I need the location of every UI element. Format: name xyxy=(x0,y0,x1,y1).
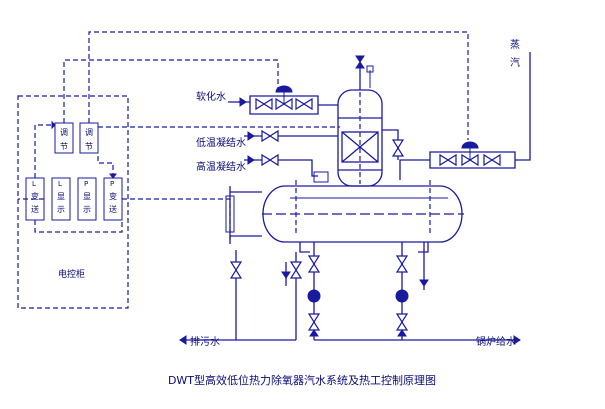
level-gauge-glass xyxy=(225,195,235,233)
steam-label-1: 蒸 xyxy=(510,39,520,51)
regulator-2-char-1: 调 xyxy=(85,128,93,137)
steam-valve-actuator-icon xyxy=(461,141,479,149)
regulator-module-1: 调 节 xyxy=(54,122,74,154)
cabinet-signal-line-2 xyxy=(97,153,114,178)
high-temp-condensate-line: 高温凝结水 xyxy=(196,153,329,183)
pump-2-inlet-valve-icon xyxy=(395,255,409,266)
blowdown-valve-1-icon xyxy=(289,261,303,272)
condensate-inlet-box xyxy=(313,171,329,183)
pump-1-discharge-arrow-icon xyxy=(309,329,319,337)
deaerator-head xyxy=(337,55,383,187)
head-steam-valve-icon xyxy=(391,139,405,150)
cabinet-signal-line-1 xyxy=(34,124,55,178)
high-temp-condensate-label: 高温凝结水 xyxy=(196,160,246,173)
signal-line-regulator-2-to-steam-valve xyxy=(88,31,469,140)
transmitter-1-tag: L xyxy=(32,180,36,188)
soft-water-label: 软化水 xyxy=(196,90,226,103)
cabinet-outline xyxy=(17,95,129,309)
signal-arrow-1 xyxy=(51,120,56,130)
regulator-2-char-2: 节 xyxy=(85,142,93,151)
feed-pump-2-icon xyxy=(395,289,409,303)
blowdown-arrow-icon xyxy=(179,335,187,345)
vent-valve-icon xyxy=(355,55,365,63)
recirculation-check-valve-icon xyxy=(419,279,429,287)
steam-label-2: 汽 xyxy=(510,56,520,69)
high-temp-valve-icon xyxy=(261,153,272,167)
cabinet-label: 电控柜 xyxy=(58,268,85,280)
tank-support-left xyxy=(299,242,310,253)
transmitter-2-char-1: 变 xyxy=(109,191,117,201)
feed-pump-1-branch xyxy=(307,242,321,340)
steam-pipe-main xyxy=(515,52,531,161)
control-cabinet: 调 节 调 节 L 变 送 L 显 示 P 显 示 P xyxy=(17,95,129,309)
storage-tank-body xyxy=(262,185,463,243)
feed-pump-2-branch xyxy=(395,242,429,340)
low-temp-condensate-line: 低温凝结水 xyxy=(196,129,338,149)
pump-1-inlet-valve-icon xyxy=(307,255,321,266)
transmitter-1-char-2: 送 xyxy=(31,204,39,214)
signal-arrow-2 xyxy=(109,173,117,179)
steam-valve-bypass xyxy=(429,151,516,169)
pump-1-outlet-valve-icon xyxy=(307,313,321,324)
display-1-char-2: 示 xyxy=(57,205,65,214)
regulator-module-2: 调 节 xyxy=(79,122,99,154)
display-1-char-1: 显 xyxy=(57,192,65,201)
low-temp-arrow-icon xyxy=(247,131,255,141)
display-module-2: P 显 示 xyxy=(77,177,97,221)
display-module-1: L 显 示 xyxy=(51,177,71,221)
steam-line: 蒸 汽 xyxy=(382,39,531,180)
boiler-feed-line: 锅炉给水 xyxy=(309,329,521,348)
steam-pipe-to-tank xyxy=(399,159,430,180)
blowdown-label: 排污水 xyxy=(190,335,220,348)
soft-water-control-valve xyxy=(255,85,313,111)
diagram-title: DWT型高效低位热力除氧器汽水系统及热工控制原理图 xyxy=(168,373,436,387)
pump-2-outlet-valve-icon xyxy=(395,313,409,324)
regulator-1-char-2: 节 xyxy=(60,142,68,151)
low-temp-condensate-label: 低温凝结水 xyxy=(196,136,246,149)
soft-water-valve-actuator-icon xyxy=(275,85,293,93)
signal-line-regulator-1-to-softwater-valve xyxy=(63,59,279,123)
pump-2-discharge-arrow-icon xyxy=(397,329,407,337)
blowdown-check-valve-icon xyxy=(281,271,291,279)
transmitter-2-tag: P xyxy=(110,180,114,188)
tank-support-right xyxy=(418,242,429,253)
high-temp-condensate-pipe xyxy=(244,159,318,177)
signal-line-level-transmitter xyxy=(122,198,231,240)
steam-control-valve xyxy=(439,141,501,167)
transmitter-module-2: P 变 送 xyxy=(103,177,123,221)
safety-valve-icon xyxy=(366,65,374,73)
regulator-1-char-1: 调 xyxy=(60,128,68,137)
cabinet-signal-line-3 xyxy=(34,220,123,233)
transmitter-1-char-1: 变 xyxy=(31,191,39,201)
boiler-feed-arrow-icon xyxy=(513,335,521,345)
storage-tank xyxy=(262,180,464,253)
level-gauge-assembly xyxy=(225,186,262,340)
soft-water-arrow-icon xyxy=(239,97,247,107)
feed-pump-1-icon xyxy=(307,289,321,303)
transmitter-2-char-2: 送 xyxy=(109,204,117,214)
soft-water-valve-bypass xyxy=(249,95,319,115)
display-1-tag: L xyxy=(58,180,62,188)
blowdown-line: 排污水 xyxy=(179,252,303,348)
boiler-feed-label: 锅炉给水 xyxy=(476,335,516,348)
low-temp-valve-icon xyxy=(261,129,272,143)
display-2-tag: P xyxy=(84,180,88,188)
drain-valve-left-icon xyxy=(229,261,243,272)
high-temp-arrow-icon xyxy=(247,155,255,165)
soft-water-line: 软化水 xyxy=(196,85,338,115)
display-2-char-2: 示 xyxy=(83,205,91,214)
display-2-char-1: 显 xyxy=(83,192,91,201)
